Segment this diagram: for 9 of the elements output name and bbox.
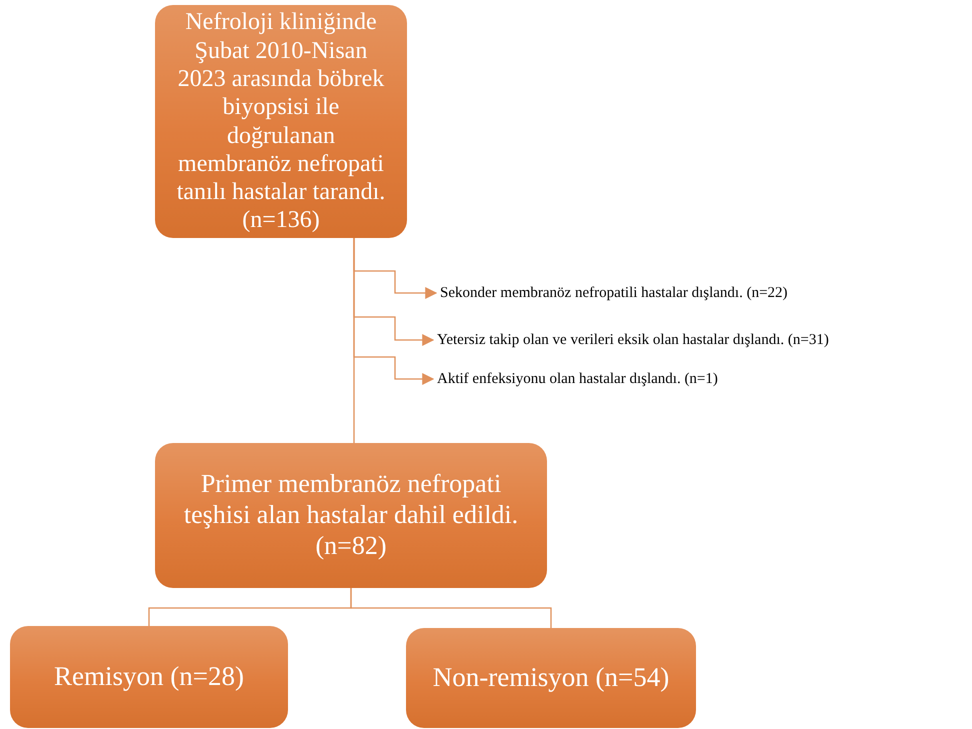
process-box: Remisyon (n=28) (10, 626, 288, 728)
process-box: Nefroloji kliniğinde Şubat 2010-Nisan 2023 arasında böbrek biyopsisi ile doğrulanan membranöz nefropati tanılı hastalar tarandı. (n=136) (155, 5, 407, 238)
arrow (353, 238, 434, 385)
process-box: Primer membranöz nefropati teşhisi alan hastalar dahil edildi. (n=82) (155, 443, 547, 588)
exclusion-note: Sekonder membranöz nefropatili hastalar dışlandı. (n=22) (440, 282, 910, 304)
exclusion-note: Yetersiz takip olan ve verileri eksik olan hastalar dışlandı. (n=31) (437, 329, 967, 351)
connector-line (350, 588, 552, 628)
process-box: Non-remisyon (n=54) (406, 628, 696, 728)
exclusion-note: Aktif enfeksiyonu olan hastalar dışlandı. (n=1) (437, 368, 817, 390)
